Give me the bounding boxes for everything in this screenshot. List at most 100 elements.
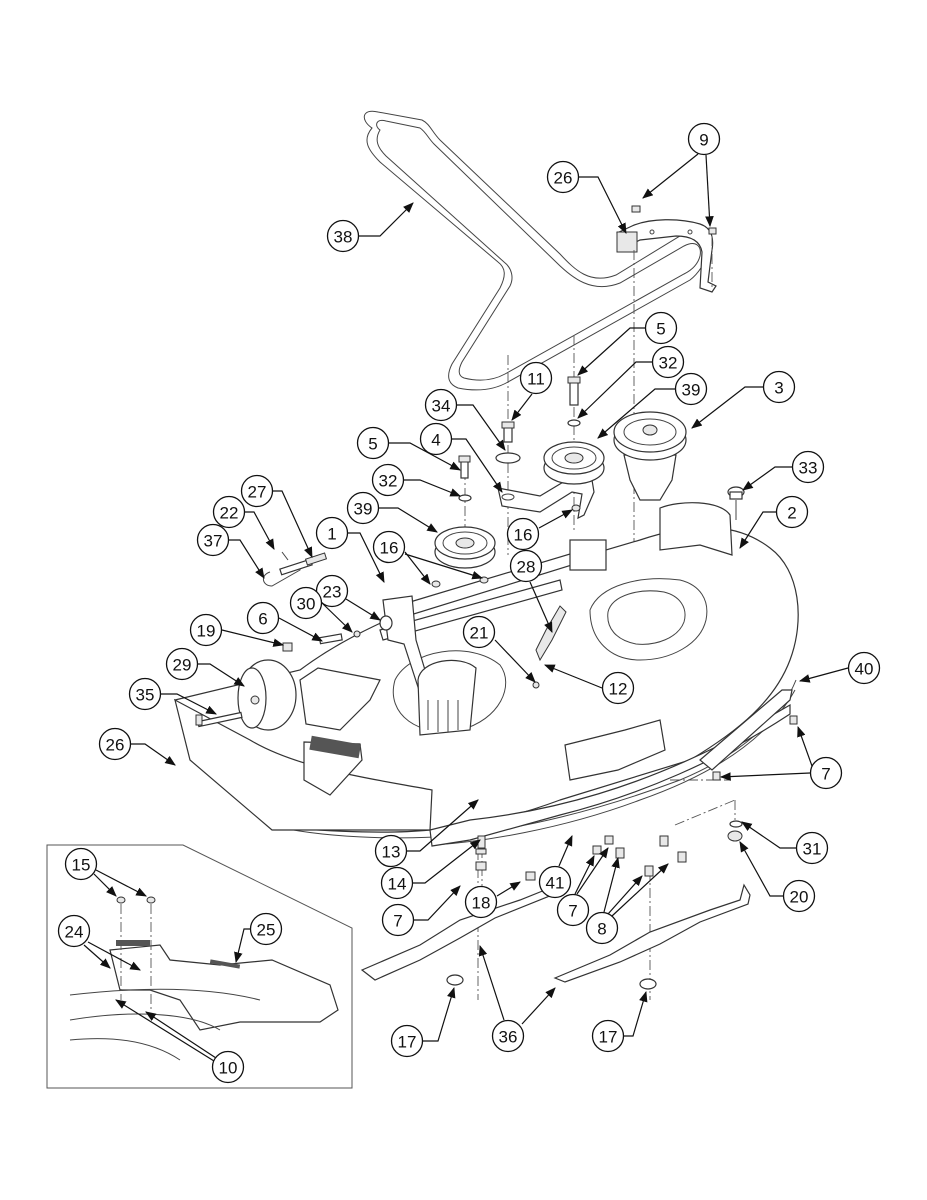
leader-line-c7c-1 — [576, 847, 609, 895]
leader-line-c14-0 — [413, 839, 481, 884]
callout-c15: 15 — [64, 847, 98, 881]
callout-circle — [289, 586, 323, 620]
callout-c29: 29 — [165, 647, 199, 681]
clevis-pin-6 — [318, 633, 343, 645]
callout-number: 7 — [393, 912, 402, 931]
callout-circle — [371, 463, 405, 497]
callout-c24: 24 — [57, 914, 91, 948]
callout-c8: 8 — [585, 911, 619, 945]
callout-number: 21 — [470, 624, 489, 643]
leader-line-c37-0 — [229, 539, 265, 579]
leader-line-c5b-0 — [389, 442, 461, 471]
nut-21 — [532, 681, 540, 689]
blade-bolts-17 — [446, 974, 657, 990]
leader-line-c21-0 — [494, 639, 536, 683]
leader-line-c7c-0 — [574, 855, 595, 895]
callout-number: 10 — [219, 1059, 238, 1078]
callout-c41: 41 — [538, 865, 572, 899]
screw-9 — [631, 205, 717, 235]
hex-nut-20 — [727, 830, 743, 842]
leader-line-c39b-0 — [379, 507, 438, 533]
drive-belt — [363, 110, 710, 391]
callout-c12: 12 — [601, 671, 635, 705]
callout-number: 24 — [65, 923, 84, 942]
leader-line-c17b-0 — [624, 990, 648, 1037]
callout-c5a: 5 — [644, 311, 678, 345]
leader-line-c3-0 — [691, 386, 763, 429]
callout-number: 32 — [659, 354, 678, 373]
leader-line-c23-0 — [345, 598, 381, 621]
callout-circle — [196, 523, 230, 557]
callout-number: 32 — [379, 472, 398, 491]
leader-line-c29-0 — [198, 663, 245, 687]
idler-pulley-upper — [543, 441, 605, 485]
callout-c5b: 5 — [356, 426, 390, 460]
leader-line-c26b-0 — [131, 743, 176, 766]
leader-line-c20-0 — [739, 841, 783, 897]
leader-line-c17a-0 — [423, 986, 456, 1042]
callout-circle — [240, 474, 274, 508]
callout-number: 27 — [248, 483, 267, 502]
leader-line-c38-0 — [359, 202, 414, 237]
callout-circle — [795, 831, 829, 865]
callout-circle — [506, 517, 540, 551]
callout-number: 33 — [799, 459, 818, 478]
callout-c30: 30 — [289, 586, 323, 620]
callout-circle — [165, 647, 199, 681]
callout-c22: 22 — [212, 495, 246, 529]
leader-line-c10-1 — [145, 1011, 217, 1059]
leader-line-c16a-0 — [538, 509, 573, 529]
callout-number: 7 — [821, 765, 830, 784]
callout-c10: 10 — [211, 1050, 245, 1084]
detail-inset — [46, 844, 353, 1089]
callout-number: 5 — [656, 320, 665, 339]
callout-number: 11 — [527, 370, 545, 389]
callout-c38: 38 — [326, 219, 360, 253]
callout-number: 17 — [599, 1028, 618, 1047]
callout-c9: 9 — [687, 122, 721, 156]
callout-circle — [98, 727, 132, 761]
callout-number: 4 — [431, 431, 440, 450]
callout-c20: 20 — [782, 879, 816, 913]
plug-33 — [727, 486, 745, 520]
callout-circle — [315, 516, 349, 550]
callout-circle — [380, 866, 414, 900]
callout-number: 35 — [136, 686, 155, 705]
callout-circle — [326, 219, 360, 253]
callout-number: 26 — [106, 736, 125, 755]
callout-c34: 34 — [424, 388, 458, 422]
leader-line-c16b-1 — [404, 553, 484, 580]
leader-line-c16b-0 — [404, 551, 431, 585]
callout-circle — [189, 613, 223, 647]
callout-c32b: 32 — [371, 463, 405, 497]
spindle-housing-left — [417, 659, 477, 736]
callout-circle — [546, 160, 580, 194]
callout-circle — [775, 495, 809, 529]
leader-line-c32b-0 — [404, 479, 462, 497]
callout-c33: 33 — [791, 450, 825, 484]
callout-circle — [491, 1019, 525, 1053]
callout-circle — [556, 893, 590, 927]
leader-line-c1-0 — [348, 532, 385, 583]
nut-19 — [282, 642, 293, 652]
callout-number: 25 — [257, 921, 276, 940]
leader-line-c15-1 — [95, 869, 147, 897]
callout-number: 29 — [173, 656, 192, 675]
callout-c3: 3 — [762, 370, 796, 404]
callout-circle — [591, 1019, 625, 1053]
leader-line-c27-0 — [273, 490, 313, 558]
callout-circle — [249, 912, 283, 946]
callout-c37: 37 — [196, 523, 230, 557]
leader-line-c34-0 — [457, 404, 506, 451]
callout-circle — [346, 491, 380, 525]
callout-number: 28 — [517, 558, 536, 577]
callout-number: 16 — [514, 526, 533, 545]
callout-c39a: 39 — [674, 372, 708, 406]
callout-c7c: 7 — [556, 893, 590, 927]
callout-c16b: 16 — [372, 530, 406, 564]
leader-line-c24-0 — [83, 944, 111, 969]
callout-number: 16 — [380, 539, 399, 558]
callout-number: 34 — [432, 397, 451, 416]
callout-number: 12 — [609, 680, 628, 699]
